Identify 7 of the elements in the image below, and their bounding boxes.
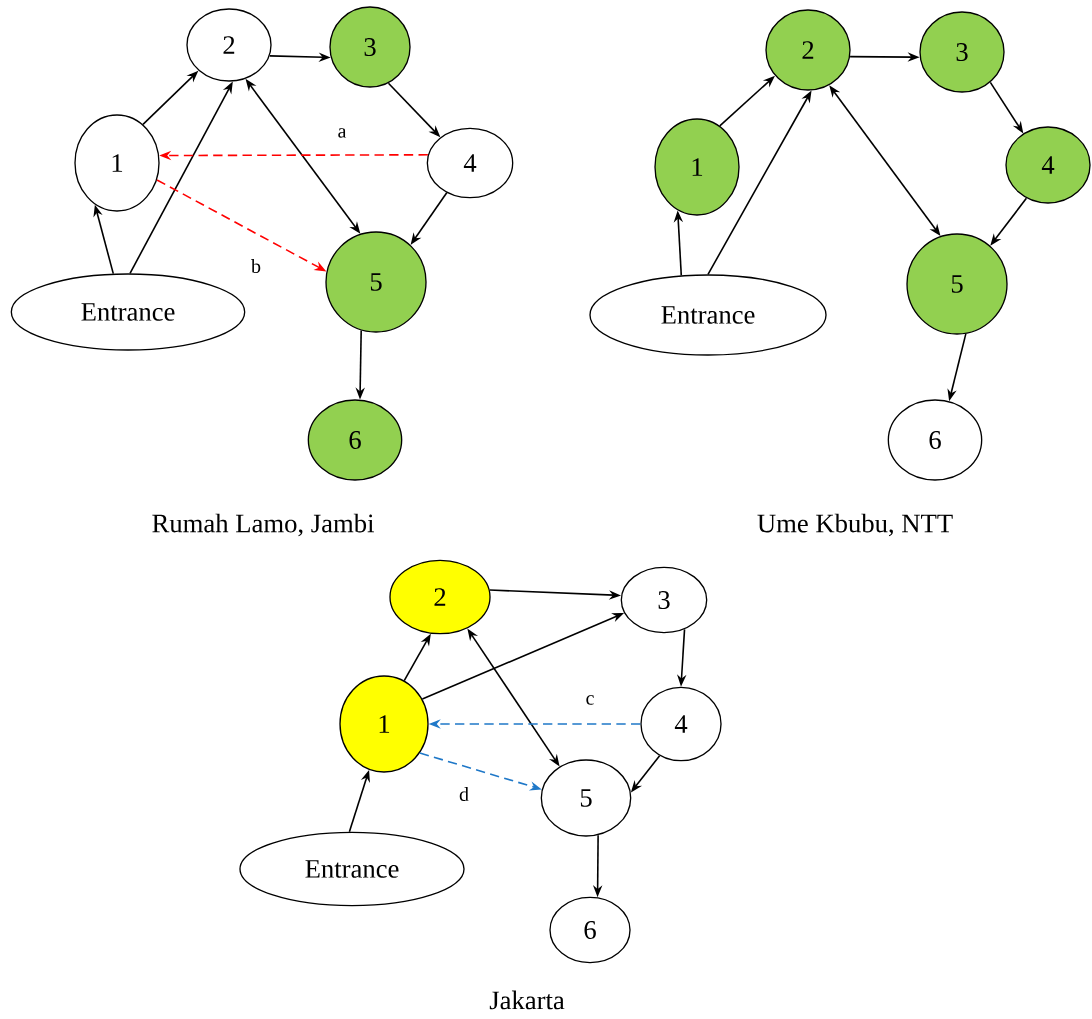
edge-label: d xyxy=(457,785,471,803)
caption: Ume Kbubu, NTT xyxy=(757,513,953,537)
caption: Jakarta xyxy=(489,990,565,1010)
edge-label: b xyxy=(249,257,263,275)
edge-label: a xyxy=(336,126,348,140)
edge-label: c xyxy=(584,693,596,707)
caption: Rumah Lamo, Jambi xyxy=(152,513,374,537)
